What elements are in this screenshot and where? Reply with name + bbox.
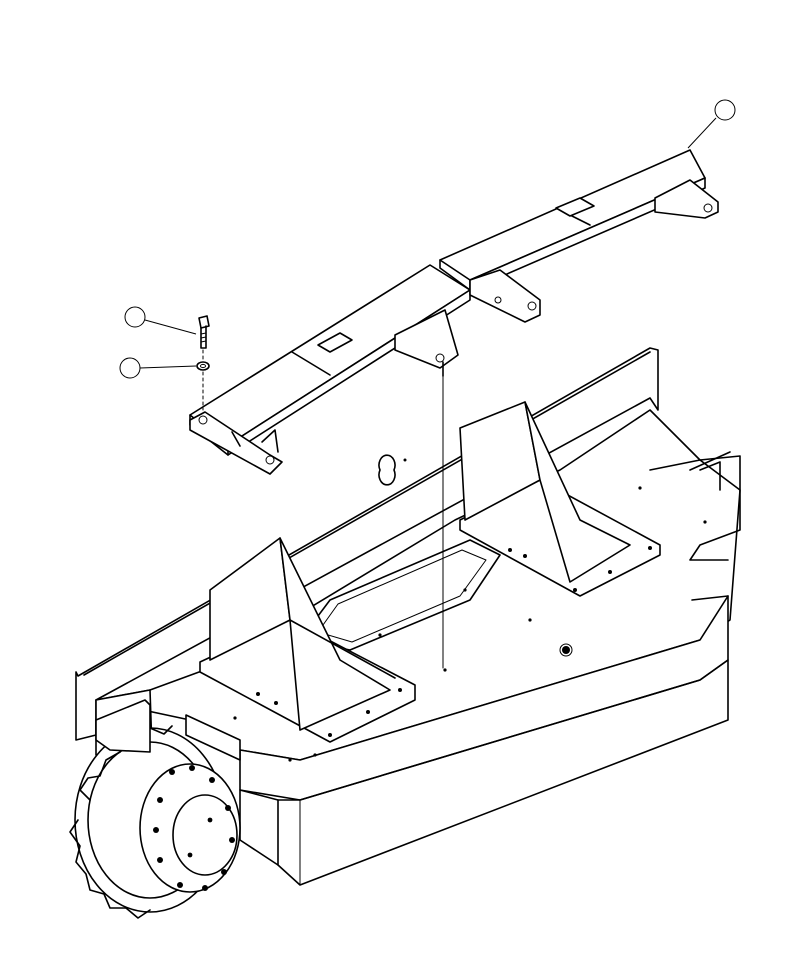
callout-1 — [687, 99, 736, 149]
bolt — [198, 315, 210, 349]
callout-3 — [119, 357, 197, 379]
end-bracket — [95, 699, 151, 753]
guard-pad-rear — [555, 197, 595, 217]
right-wedge-support — [459, 401, 661, 597]
left-wedge-support — [199, 537, 416, 743]
guard-pad-front — [317, 332, 353, 353]
track-guard-assembly — [189, 149, 719, 475]
callout-2 — [124, 306, 197, 335]
washer — [196, 361, 210, 371]
